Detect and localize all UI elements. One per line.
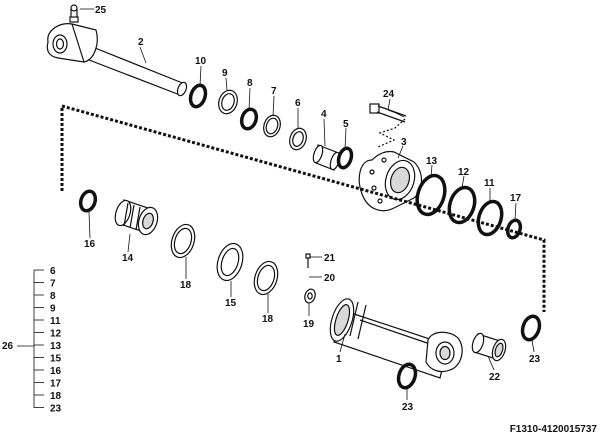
upper-seal-rings <box>188 83 354 171</box>
kit-item-17: 17 <box>50 379 62 390</box>
kit-item-6: 6 <box>50 266 56 277</box>
callout-3: 3 <box>401 137 407 148</box>
kit-item-11: 11 <box>50 316 61 327</box>
callout-2: 2 <box>138 37 144 48</box>
callout-6: 6 <box>295 98 301 109</box>
callout-numbers: 25 2 10 9 8 7 6 4 5 24 3 13 12 11 17 16 … <box>84 5 541 413</box>
callout-18a: 18 <box>180 280 192 291</box>
callout-23b: 23 <box>402 402 414 413</box>
callout-19: 19 <box>303 319 315 330</box>
kit-item-13: 13 <box>50 341 62 352</box>
head-seal-rings <box>415 173 523 240</box>
kit-item-16: 16 <box>50 366 62 377</box>
callout-17: 17 <box>510 193 522 204</box>
callout-13: 13 <box>426 156 438 167</box>
callout-16: 16 <box>84 239 96 250</box>
cylinder-head <box>358 103 423 212</box>
callout-23a: 23 <box>529 354 541 365</box>
callout-18b: 18 <box>262 314 274 325</box>
callout-8: 8 <box>247 78 253 89</box>
piston-assembly <box>78 189 279 296</box>
callout-25: 25 <box>95 5 107 16</box>
callout-10: 10 <box>195 56 207 67</box>
callout-21: 21 <box>324 253 336 264</box>
kit-item-12: 12 <box>50 329 62 340</box>
lock-nut <box>304 253 316 304</box>
kit-item-9: 9 <box>50 304 56 315</box>
assembly-bracket <box>60 104 546 312</box>
callout-7: 7 <box>271 86 277 97</box>
cylinder-tube <box>329 298 463 379</box>
callout-14: 14 <box>122 253 134 264</box>
callout-4: 4 <box>321 109 327 120</box>
eye-bushing <box>396 314 542 390</box>
callout-20: 20 <box>324 273 336 284</box>
kit-item-18: 18 <box>50 391 62 402</box>
callout-24: 24 <box>383 89 395 100</box>
piston-rod <box>46 4 188 97</box>
callout-11: 11 <box>484 178 495 189</box>
callout-15: 15 <box>225 298 237 309</box>
kit-item-15: 15 <box>50 354 62 365</box>
kit-item-8: 8 <box>50 291 56 302</box>
kit-label: 26 <box>2 341 14 352</box>
callout-5: 5 <box>343 119 349 130</box>
callout-9: 9 <box>222 68 228 79</box>
callout-22: 22 <box>489 372 501 383</box>
callout-12: 12 <box>458 167 470 178</box>
callout-1: 1 <box>336 354 342 365</box>
kit-item-7: 7 <box>50 279 56 290</box>
leader-lines <box>80 8 535 400</box>
kit-item-23: 23 <box>50 404 62 415</box>
reference-code: F1310-4120015737 <box>510 424 598 435</box>
